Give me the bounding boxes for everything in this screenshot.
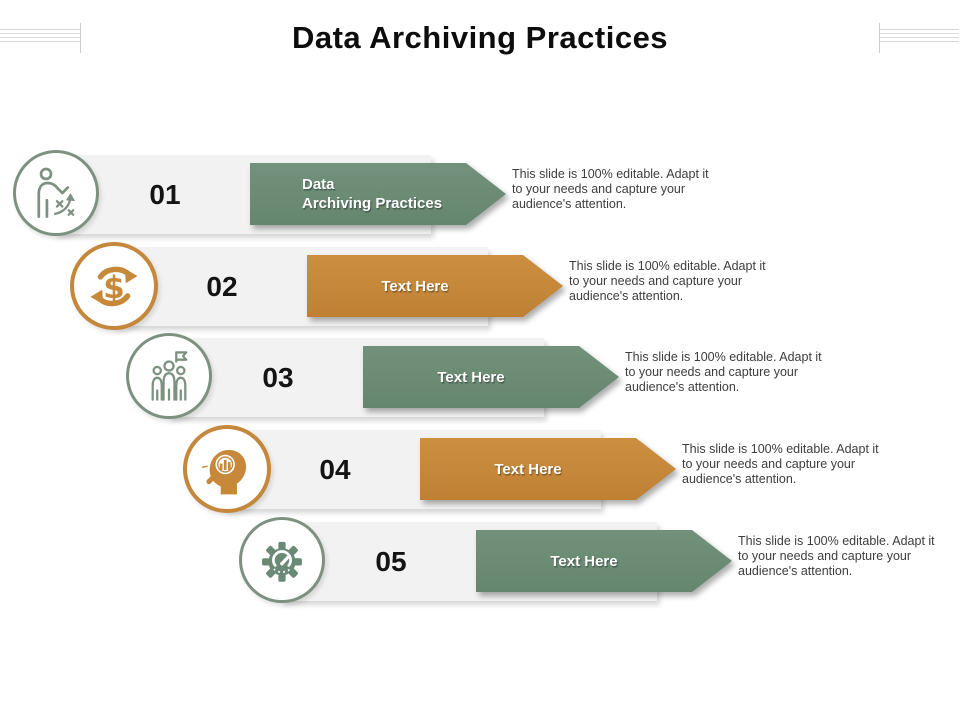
step-number: 01 xyxy=(149,179,181,210)
step-icon-circle xyxy=(239,517,325,603)
step-number: 03 xyxy=(262,362,294,393)
banner-label-line1: Text Here xyxy=(381,277,449,295)
banner-label-line1: Text Here xyxy=(494,460,562,478)
step-icon-circle xyxy=(126,333,212,419)
step-description: This slide is 100% editable. Adapt it to… xyxy=(512,167,709,211)
team-achievement-icon xyxy=(151,351,188,401)
step-icon-circle xyxy=(183,425,271,513)
step-description: This slide is 100% editable. Adapt it to… xyxy=(625,350,822,394)
corner-lines-right-icon xyxy=(879,23,960,53)
corner-lines-left-icon xyxy=(0,23,81,53)
insight-analysis-icon xyxy=(201,449,247,495)
step-banner: Data Archiving Practices xyxy=(250,163,506,225)
process-step-5: 05 Text Here This slide is 100% editable… xyxy=(239,517,960,603)
step-description: This slide is 100% editable. Adapt it to… xyxy=(738,534,935,578)
banner-label-line1: Text Here xyxy=(550,552,618,570)
step-icon-circle xyxy=(13,150,99,236)
step-description: This slide is 100% editable. Adapt it to… xyxy=(682,442,879,486)
strategy-person-icon xyxy=(37,167,76,218)
banner-label-line1: Data xyxy=(302,176,335,193)
step-number: 02 xyxy=(206,271,238,302)
process-step-1: 01 Data Archiving Practices This slide i… xyxy=(13,150,735,236)
performance-gear-icon xyxy=(262,541,302,582)
step-banner: Text Here xyxy=(307,255,563,317)
banner-label-line2: Archiving Practices xyxy=(302,195,443,212)
step-banner: Text Here xyxy=(420,438,676,500)
step-number: 05 xyxy=(375,546,407,577)
process-step-4: 04 Text Here This slide is 100% editable… xyxy=(183,425,905,513)
svg-text:$: $ xyxy=(103,270,124,306)
banner-label-line1: Text Here xyxy=(437,368,505,386)
step-description: This slide is 100% editable. Adapt it to… xyxy=(569,259,766,303)
step-number: 04 xyxy=(319,454,351,485)
step-icon-circle: $ xyxy=(70,242,158,330)
money-circulation-icon: $ xyxy=(90,266,138,307)
page-title: Data Archiving Practices xyxy=(291,20,669,55)
process-step-2: $ 02 Text Here This slide is 100% editab… xyxy=(70,242,792,330)
process-step-3: 03 Text Here This slide is 100% editable… xyxy=(126,333,848,419)
step-banner: Text Here xyxy=(363,346,619,408)
step-banner: Text Here xyxy=(476,530,732,592)
